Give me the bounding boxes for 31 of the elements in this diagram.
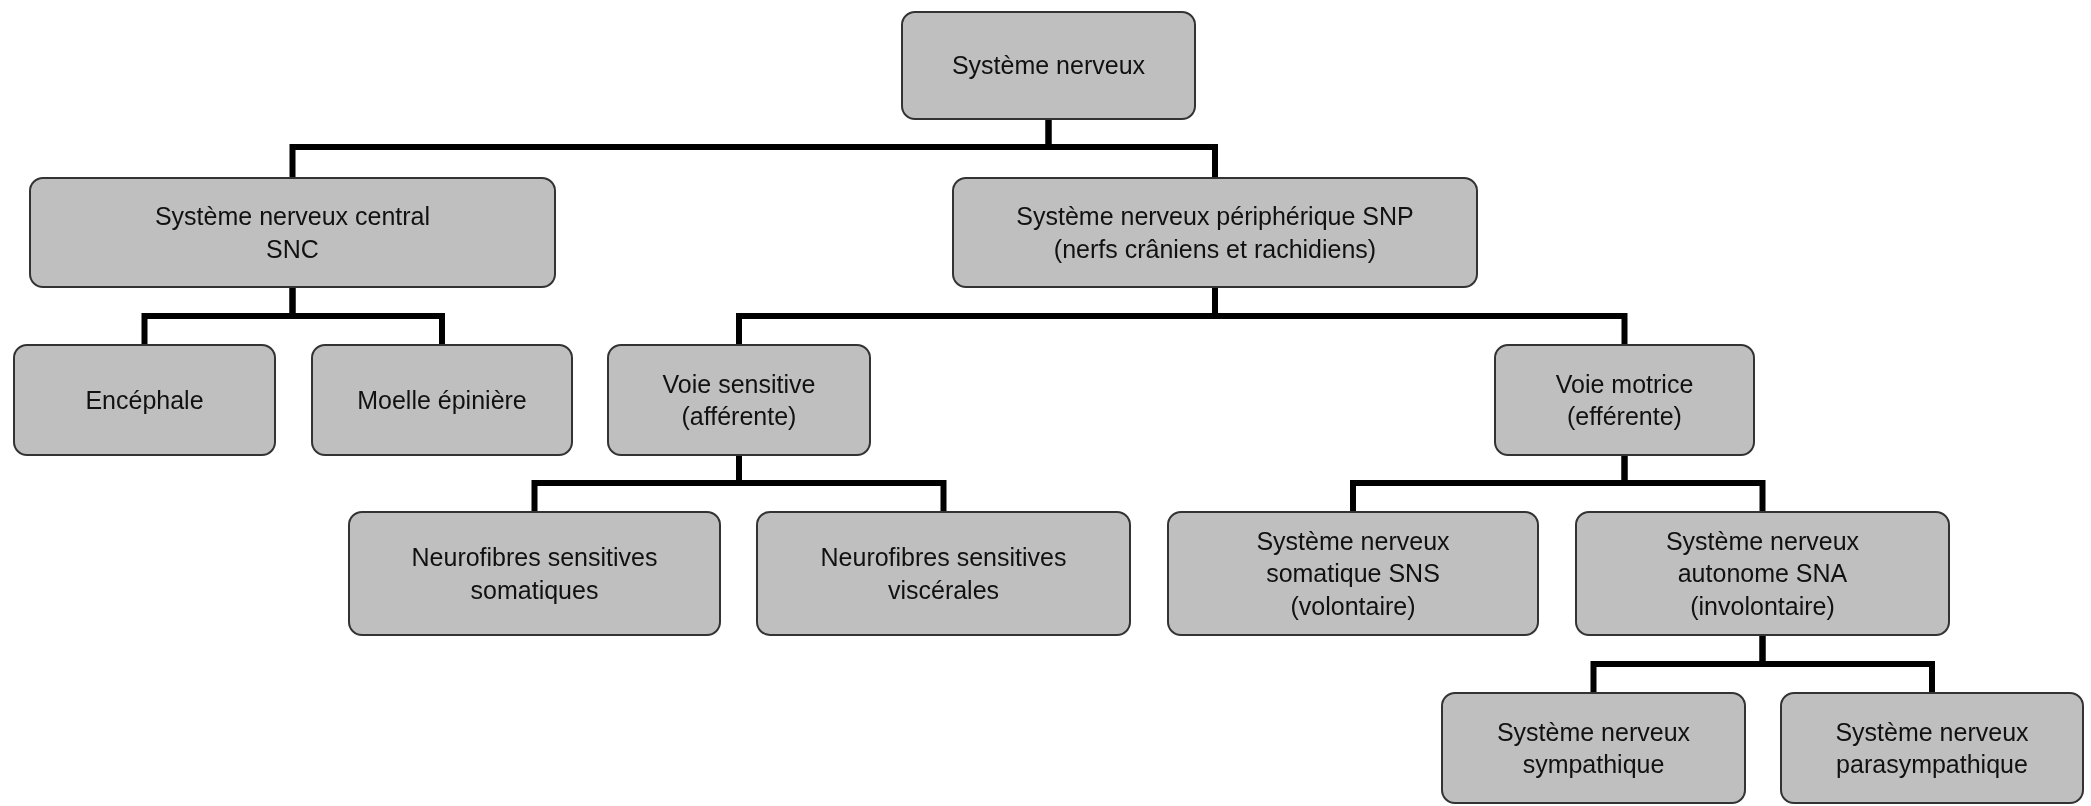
node-label: Système nerveux sympathique bbox=[1495, 716, 1692, 780]
category-box bbox=[1441, 692, 1746, 804]
node-label: Système nerveux central SNC bbox=[153, 201, 432, 265]
connector-line bbox=[736, 456, 947, 511]
category-box bbox=[756, 511, 1131, 636]
category-box bbox=[348, 511, 721, 636]
category-box bbox=[1494, 344, 1755, 456]
node-label: Système nerveux périphérique SNP (nerfs crâniens et rachidiens) bbox=[1015, 201, 1415, 265]
category-box bbox=[311, 344, 573, 456]
connector-line bbox=[1759, 636, 1935, 692]
node-label: Neurofibres sensitives viscérales bbox=[819, 542, 1068, 606]
category-box bbox=[952, 177, 1478, 288]
connector-line bbox=[1621, 456, 1766, 511]
category-box bbox=[1575, 511, 1950, 636]
node-label: Encéphale bbox=[85, 384, 204, 416]
node-label: Système nerveux bbox=[951, 50, 1146, 82]
node-label: Voie motrice (efférente) bbox=[1554, 368, 1695, 432]
category-box bbox=[607, 344, 871, 456]
connector-line bbox=[289, 288, 445, 344]
category-box bbox=[29, 177, 556, 288]
node-label: Voie sensitive (afférente) bbox=[661, 368, 817, 432]
category-box bbox=[13, 344, 276, 456]
node-label: Système nerveux parasympathique bbox=[1834, 716, 2030, 780]
node-label: Moelle épinière bbox=[357, 384, 527, 416]
category-box bbox=[1167, 511, 1539, 636]
connector-line bbox=[1045, 120, 1218, 177]
category-box bbox=[901, 11, 1196, 120]
node-label: Système nerveux autonome SNA (involontaire) bbox=[1664, 525, 1861, 622]
category-box bbox=[1780, 692, 2084, 804]
node-label: Système nerveux somatique SNS (volontaire) bbox=[1255, 525, 1451, 622]
node-label: Neurofibres sensitives somatiques bbox=[410, 542, 659, 606]
